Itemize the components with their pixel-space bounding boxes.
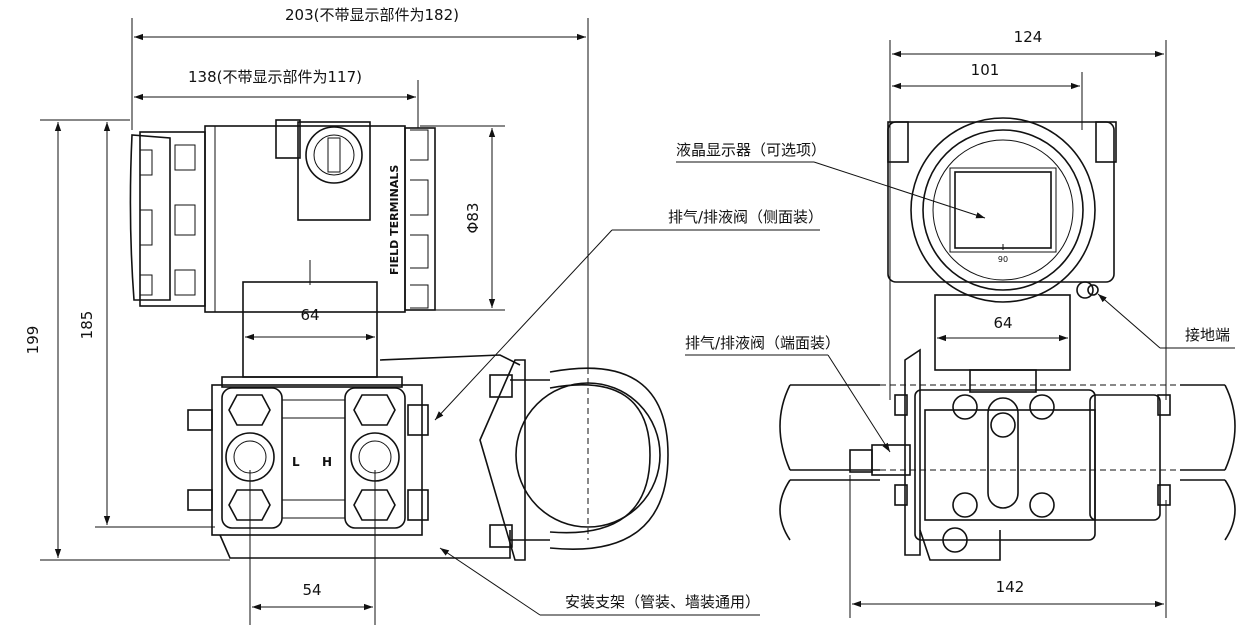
callout-bracket: 安装支架（管装、墙装通用） [565, 593, 760, 611]
dim-body-height: 185 [78, 311, 96, 340]
port-high-label: H [322, 455, 332, 469]
dim-overall-width: 203(不带显示部件为182) [285, 6, 459, 24]
callout-vent-end: 排气/排液阀（端面装） [685, 334, 840, 352]
dim-bottom-width: 142 [996, 578, 1025, 596]
housing-label: FIELD TERMINALS [388, 165, 401, 275]
dim-diameter: Φ83 [464, 203, 482, 234]
callout-ground: 接地端 [1185, 326, 1230, 344]
display-mark: 90 [998, 255, 1008, 264]
dim-overall-height: 199 [24, 326, 42, 355]
dim-neck-width-left: 64 [300, 306, 319, 324]
dim-top-width: 124 [1014, 28, 1043, 46]
dim-body-width: 138(不带显示部件为117) [188, 68, 362, 86]
callout-vent-side: 排气/排液阀（侧面装） [668, 208, 823, 226]
dim-flange-spacing: 54 [302, 581, 321, 599]
callout-lcd: 液晶显示器（可选项） [676, 141, 826, 159]
right-view: 124 101 90 64 [779, 28, 1236, 618]
dim-inner-width: 101 [971, 61, 1000, 79]
left-view: 203(不带显示部件为182) 138(不带显示部件为117) 199 185 … [24, 6, 669, 625]
callouts: 液晶显示器（可选项） 排气/排液阀（侧面装） 排气/排液阀（端面装） 接地端 安… [434, 141, 1235, 616]
port-low-label: L [292, 455, 300, 469]
dim-neck-width-right: 64 [993, 314, 1012, 332]
